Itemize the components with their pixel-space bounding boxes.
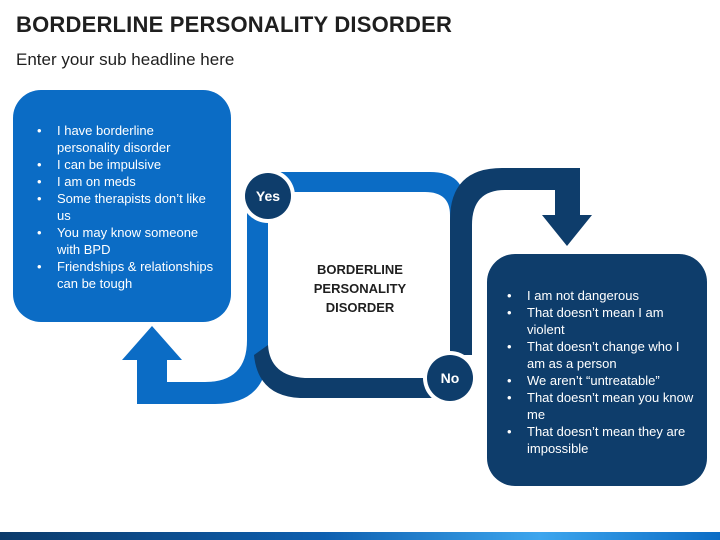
left-bullet-list: I have borderline personality disorder I… <box>31 122 219 292</box>
no-connector-arrow <box>450 168 592 355</box>
list-item: We aren’t “untreatable” <box>501 372 697 389</box>
yes-connector-arrow <box>264 172 465 230</box>
no-decision-node: No <box>423 351 477 405</box>
list-item: I have borderline personality disorder <box>31 122 219 156</box>
list-item: You may know someone with BPD <box>31 224 219 258</box>
no-loop-bottom <box>254 345 440 398</box>
yes-label: Yes <box>256 188 280 204</box>
center-heading-line: DISORDER <box>325 300 395 315</box>
list-item: I can be impulsive <box>31 156 219 173</box>
no-label: No <box>441 370 460 386</box>
yes-decision-node: Yes <box>241 169 295 223</box>
list-item: Some therapists don’t like us <box>31 190 219 224</box>
list-item: I am not dangerous <box>501 287 697 304</box>
list-item: That doesn’t change who I am as a person <box>501 338 697 372</box>
center-heading: BORDERLINE PERSONALITY DISORDER <box>290 260 430 317</box>
list-item: That doesn’t mean you know me <box>501 389 697 423</box>
slide-title: BORDERLINE PERSONALITY DISORDER <box>16 12 453 37</box>
list-item: I am on meds <box>31 173 219 190</box>
list-item: That doesn’t mean I am violent <box>501 304 697 338</box>
right-statement-box: I am not dangerous That doesn’t mean I a… <box>487 254 707 486</box>
right-bullet-list: I am not dangerous That doesn’t mean I a… <box>501 287 697 457</box>
list-item: That doesn’t mean they are impossible <box>501 423 697 457</box>
left-statement-box: I have borderline personality disorder I… <box>13 90 231 322</box>
list-item: Friendships & relationships can be tough <box>31 258 219 292</box>
slide-subtitle: Enter your sub headline here <box>16 50 235 69</box>
center-heading-line: PERSONALITY <box>313 281 407 296</box>
bottom-accent-bar <box>0 532 720 540</box>
yes-loop-left <box>122 205 268 404</box>
center-heading-line: BORDERLINE <box>317 262 403 277</box>
